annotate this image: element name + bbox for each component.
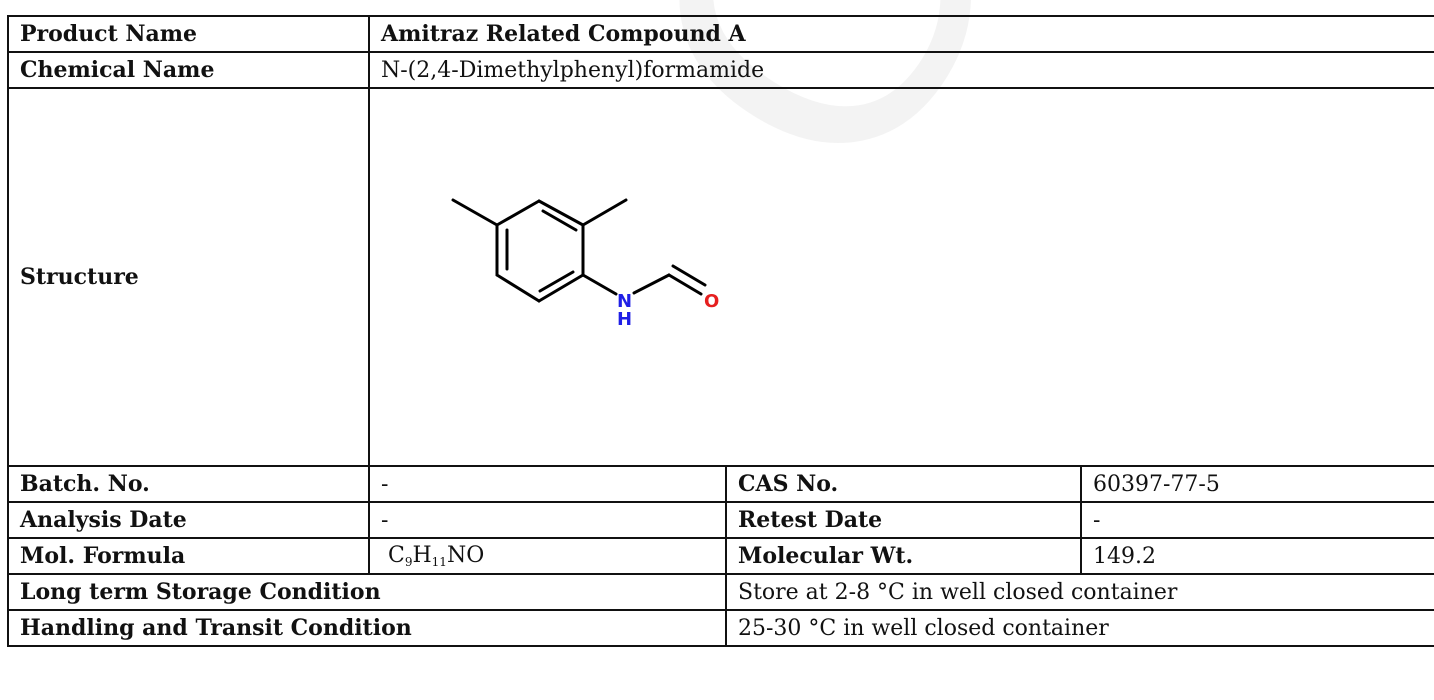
row-storage: Long term Storage Condition Store at 2-8… — [7, 573, 1434, 611]
row-structure: Structure — [7, 87, 1434, 467]
storage-label: Long term Storage Condition — [7, 573, 727, 611]
handling-value: 25-30 °C in well closed container — [724, 609, 1434, 647]
product-name-label: Product Name — [7, 15, 370, 53]
row-product-name: Product Name Amitraz Related Compound A — [7, 15, 1434, 53]
mol-wt-label: Molecular Wt. — [725, 537, 1082, 575]
bond-c-n — [581, 273, 618, 296]
mol-formula-value: C9H11NO — [368, 537, 727, 575]
coa-table: Product Name Amitraz Related Compound A … — [7, 15, 1434, 647]
atom-h: H — [617, 309, 632, 330]
molecule-structure-icon: N H O — [451, 198, 719, 330]
bond-double-2 — [538, 270, 575, 293]
formula-c-count: 9 — [404, 555, 413, 569]
bond-c-o-1 — [667, 273, 703, 296]
bond-c2-c3 — [537, 199, 585, 227]
bond-double-1 — [541, 209, 578, 232]
chemical-name-label: Chemical Name — [7, 51, 370, 89]
bond-c4-c5 — [537, 273, 585, 303]
retest-date-label: Retest Date — [725, 501, 1082, 539]
formula-h-count: 11 — [431, 555, 447, 569]
product-name-value: Amitraz Related Compound A — [367, 15, 1434, 53]
chemical-name-value: N-(2,4-Dimethylphenyl)formamide — [367, 51, 1434, 89]
bond-c5-c6 — [495, 273, 541, 303]
atom-n: N — [617, 291, 632, 312]
cas-value: 60397-77-5 — [1079, 465, 1434, 503]
retest-date-value: - — [1079, 501, 1434, 539]
formula-rest: NO — [446, 543, 485, 568]
structure-image: N H O — [367, 87, 1434, 467]
analysis-date-value: - — [368, 501, 727, 539]
bond-methyl-4 — [451, 198, 499, 227]
mol-wt-value: 149.2 — [1079, 537, 1434, 575]
row-handling: Handling and Transit Condition 25-30 °C … — [7, 609, 1434, 647]
mol-formula-label: Mol. Formula — [7, 537, 370, 575]
formula-c: C — [388, 543, 405, 568]
structure-label: Structure — [7, 87, 370, 467]
bond-methyl-2 — [581, 198, 628, 227]
bond-c1-c2 — [495, 199, 541, 227]
row-chemical-name: Chemical Name N-(2,4-Dimethylphenyl)form… — [7, 51, 1434, 89]
storage-value: Store at 2-8 °C in well closed container — [724, 573, 1434, 611]
batch-value: - — [368, 465, 727, 503]
batch-label: Batch. No. — [7, 465, 370, 503]
row-formula-weight: Mol. Formula C9H11NO Molecular Wt. 149.2 — [7, 537, 1434, 575]
row-dates: Analysis Date - Retest Date - — [7, 501, 1434, 539]
bond-n-c — [632, 273, 671, 295]
atom-o: O — [704, 291, 719, 312]
cas-label: CAS No. — [725, 465, 1082, 503]
bond-c-o-2 — [671, 264, 707, 287]
handling-label: Handling and Transit Condition — [7, 609, 727, 647]
analysis-date-label: Analysis Date — [7, 501, 370, 539]
formula-h: H — [412, 543, 432, 568]
row-batch-cas: Batch. No. - CAS No. 60397-77-5 — [7, 465, 1434, 503]
